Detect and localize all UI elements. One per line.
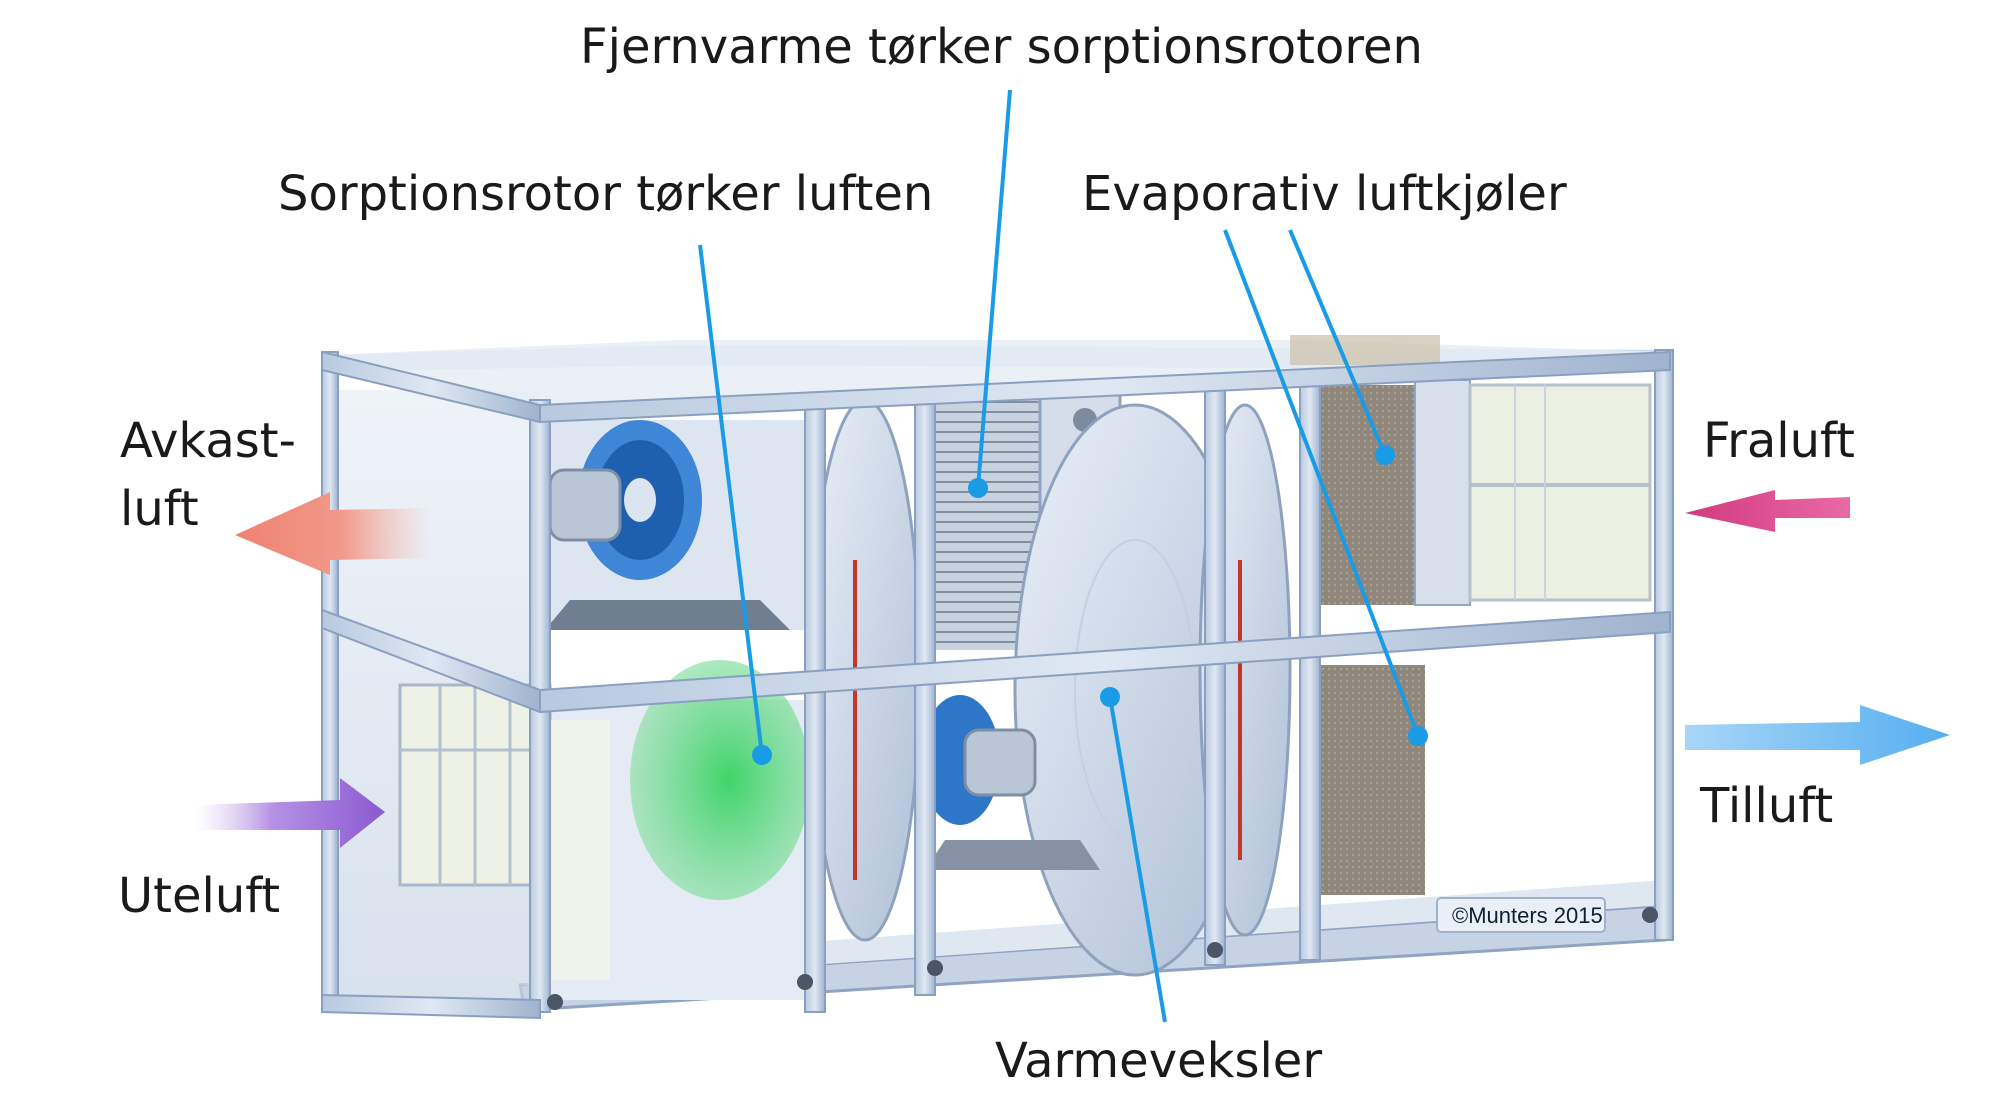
tilluft-arrow bbox=[1685, 705, 1950, 765]
label-uteluft: Uteluft bbox=[118, 868, 281, 924]
leader-evaporativ-lower bbox=[1223, 229, 1420, 737]
label-fjernvarme: Fjernvarme tørker sorptionsrotoren bbox=[580, 19, 1423, 75]
copyright-text: ©Munters 2015 bbox=[1452, 903, 1603, 928]
lower-fan bbox=[920, 695, 1100, 870]
label-varmeveksler: Varmeveksler bbox=[995, 1033, 1323, 1089]
leader-sorptionsrotor bbox=[698, 244, 764, 756]
fraluft-arrow bbox=[1685, 490, 1850, 532]
avkastluft-arrow bbox=[235, 492, 430, 575]
uteluft-arrow bbox=[195, 778, 385, 848]
label-avkast-line1: Avkast- bbox=[120, 413, 296, 469]
label-tilluft: Tilluft bbox=[1700, 778, 1834, 834]
leader-evaporativ-upper bbox=[1288, 229, 1387, 456]
leader-varmeveksler bbox=[1108, 696, 1167, 1023]
evaporative-cooler bbox=[1290, 335, 1652, 895]
leader-lines bbox=[698, 89, 1420, 1023]
leader-dots bbox=[752, 445, 1428, 765]
base-bolts bbox=[547, 907, 1658, 1010]
copyright-plate bbox=[1436, 897, 1606, 933]
label-fraluft: Fraluft bbox=[1703, 413, 1855, 469]
upper-fan bbox=[545, 420, 790, 630]
intake-filters bbox=[398, 683, 610, 980]
sorption-rotor-green bbox=[630, 660, 810, 900]
label-sorptionsrotor: Sorptionsrotor tørker luften bbox=[278, 166, 934, 222]
label-avkast-line2: luft bbox=[120, 481, 199, 537]
unit-frame bbox=[321, 349, 1674, 1020]
leader-fjernvarme bbox=[976, 89, 1012, 489]
label-evaporativ: Evaporativ luftkjøler bbox=[1082, 166, 1567, 222]
